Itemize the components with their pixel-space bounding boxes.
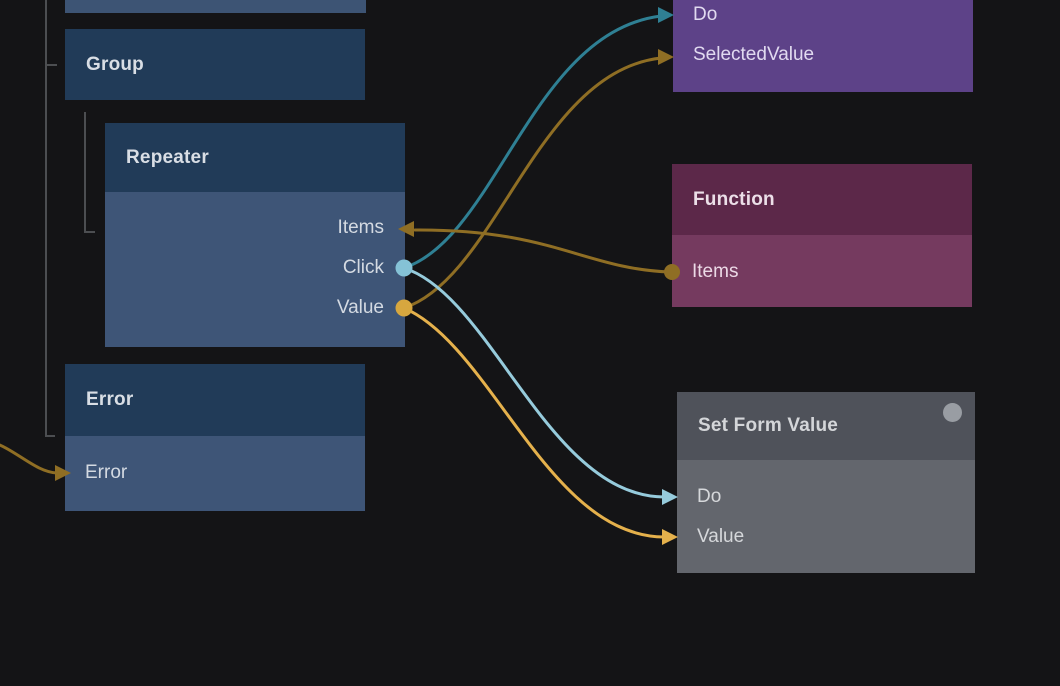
node-component[interactable]: Do SelectedValue (673, 0, 973, 92)
port-component-selectedvalue[interactable]: SelectedValue (693, 44, 815, 65)
node-set-form-value-title[interactable]: Set Form Value (677, 392, 975, 460)
wire-click-to-component-do[interactable] (402, 7, 674, 270)
tree-line-repeater (84, 112, 95, 233)
node-group-title[interactable]: Group (86, 53, 144, 75)
arrowhead-error-icon (55, 465, 71, 481)
port-error-error[interactable]: Error (85, 462, 128, 483)
node-partial-top[interactable] (65, 0, 366, 13)
wire-function-items-to-repeater-items[interactable] (398, 221, 672, 274)
node-repeater[interactable]: Repeater Items Click Value (105, 123, 405, 347)
port-dot-value-icon[interactable] (395, 299, 413, 317)
node-function-title[interactable]: Function (672, 164, 972, 235)
port-set-form-value-value[interactable]: Value (697, 526, 745, 547)
port-set-form-value-do[interactable]: Do (697, 486, 722, 507)
arrowhead-repeater-items-icon (398, 221, 414, 237)
arrowhead-setformvalue-value-icon (662, 529, 678, 545)
node-repeater-title[interactable]: Repeater (105, 123, 405, 192)
port-component-do[interactable]: Do (693, 4, 718, 25)
arrowhead-component-selectedvalue-icon (658, 49, 674, 65)
port-dot-function-items-icon[interactable] (664, 264, 680, 280)
status-dot-icon (943, 403, 962, 422)
port-repeater-items[interactable]: Items (337, 217, 384, 238)
port-dot-click-icon[interactable] (395, 259, 413, 277)
wire-value-to-component-selectedvalue[interactable] (402, 49, 674, 310)
wire-value-to-setformvalue-value[interactable] (402, 306, 678, 545)
node-error[interactable]: Error Error (65, 364, 365, 511)
port-function-items[interactable]: Items (692, 261, 739, 282)
wire-click-to-setformvalue-do[interactable] (402, 266, 678, 505)
node-set-form-value[interactable]: Set Form Value Do Value (677, 392, 975, 573)
port-repeater-value[interactable]: Value (336, 297, 384, 318)
arrowhead-component-do-icon (658, 7, 674, 23)
arrowhead-setformvalue-do-icon (662, 489, 678, 505)
node-error-title[interactable]: Error (65, 364, 365, 436)
node-group[interactable]: Group (65, 29, 365, 100)
wire-offscreen-to-error[interactable] (0, 441, 71, 481)
port-repeater-click[interactable]: Click (342, 257, 384, 278)
node-function[interactable]: Function Items (672, 164, 972, 307)
tree-line-vertical (45, 0, 55, 437)
